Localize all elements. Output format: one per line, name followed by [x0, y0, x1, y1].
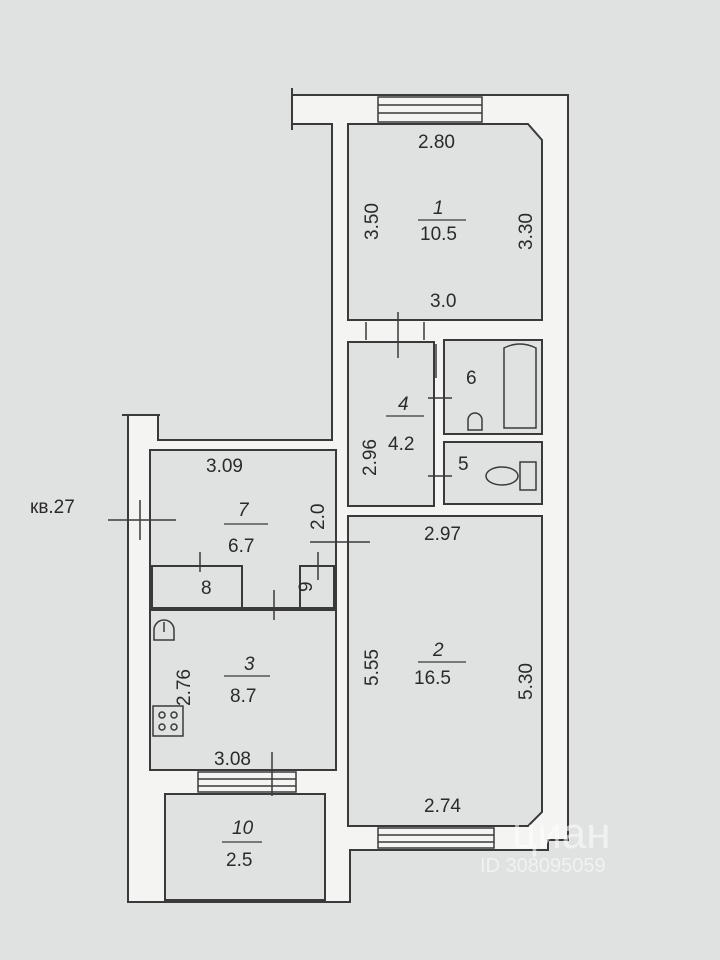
apartment-label: кв.27 [30, 497, 75, 518]
window-room-1 [377, 96, 483, 123]
window-room-3 [197, 771, 297, 793]
room-9 [299, 565, 335, 609]
room-2-width-bottom: 2.74 [424, 796, 461, 817]
room-1 [347, 123, 543, 321]
room-6 [443, 339, 543, 435]
room-5 [443, 441, 543, 505]
room-4-length: 2.96 [360, 439, 381, 476]
stove-icon [152, 705, 184, 737]
room-3-number: 3 [244, 654, 255, 675]
room-1-number: 1 [433, 198, 444, 219]
room-10 [164, 793, 326, 901]
room-7-area: 6.7 [228, 536, 254, 557]
room-2-height-right: 5.30 [516, 663, 537, 700]
door-markers [108, 312, 452, 796]
room-2-number: 2 [432, 640, 444, 661]
room-3-area: 8.7 [230, 686, 256, 707]
room-1-area: 10.5 [420, 224, 457, 245]
sink-icon [153, 619, 175, 641]
room-2 [347, 515, 543, 827]
room-5-number: 5 [458, 454, 469, 475]
window-room-2 [377, 827, 495, 849]
room-1-height-right: 3.30 [516, 213, 537, 250]
room-8 [151, 565, 243, 609]
room-7-number: 7 [238, 500, 250, 521]
room-1-width-bottom: 3.0 [430, 291, 456, 312]
toilet-icon [485, 461, 537, 491]
room-7-height: 2.0 [308, 504, 329, 530]
room-4-area: 4.2 [388, 434, 414, 455]
room-8-number: 8 [201, 578, 212, 599]
room-3-depth: 2.76 [174, 669, 195, 706]
room-1-width-top: 2.80 [418, 132, 455, 153]
bathtub-icon [467, 343, 537, 431]
room-7-width: 3.09 [206, 456, 243, 477]
room-2-width-top: 2.97 [424, 524, 461, 545]
room-1-height-left: 3.50 [362, 203, 383, 240]
room-3 [149, 609, 337, 771]
room-10-number: 10 [232, 818, 254, 839]
room-2-area: 16.5 [414, 668, 451, 689]
room-2-height-left: 5.55 [362, 649, 383, 686]
room-9-number: 9 [296, 581, 317, 592]
watermark-id: ID 308095059 [480, 855, 606, 877]
room-4-number: 4 [398, 394, 409, 415]
room-6-number: 6 [466, 368, 477, 389]
room-4 [347, 341, 435, 507]
room-10-area: 2.5 [226, 850, 252, 871]
watermark-brand: циан [512, 809, 611, 858]
room-3-width: 3.08 [214, 749, 251, 770]
